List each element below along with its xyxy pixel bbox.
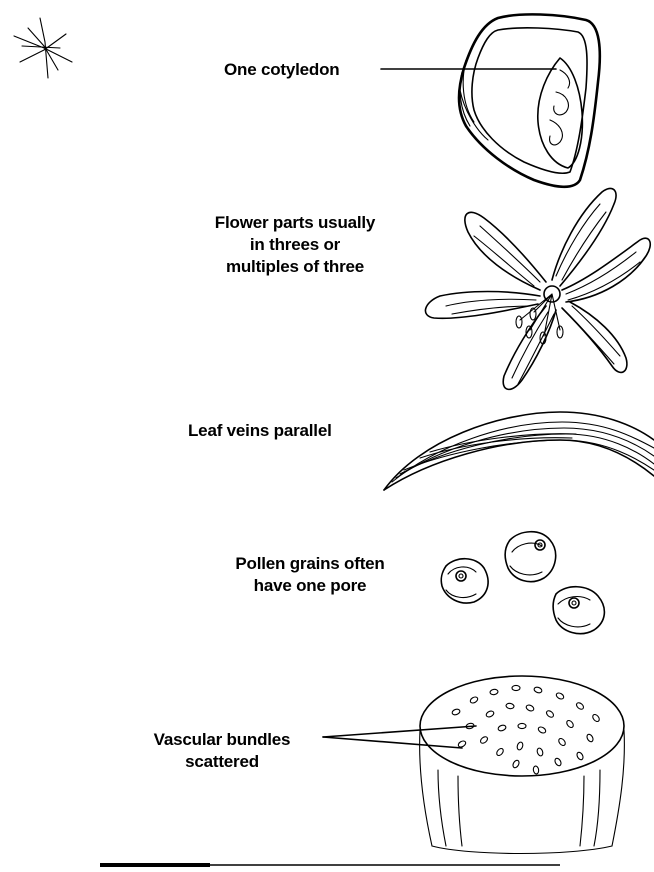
seed-icon	[459, 14, 600, 186]
leaf-icon	[384, 412, 654, 490]
asterisk-sketch-icon	[14, 18, 72, 78]
vascular-bundles-pattern	[451, 685, 600, 774]
lily-flower-icon	[425, 188, 650, 389]
leader-vascular-1	[323, 726, 476, 737]
pollen-grain-icon	[441, 532, 604, 634]
stem-cross-section-icon	[420, 676, 625, 854]
leader-vascular-2	[323, 737, 462, 748]
